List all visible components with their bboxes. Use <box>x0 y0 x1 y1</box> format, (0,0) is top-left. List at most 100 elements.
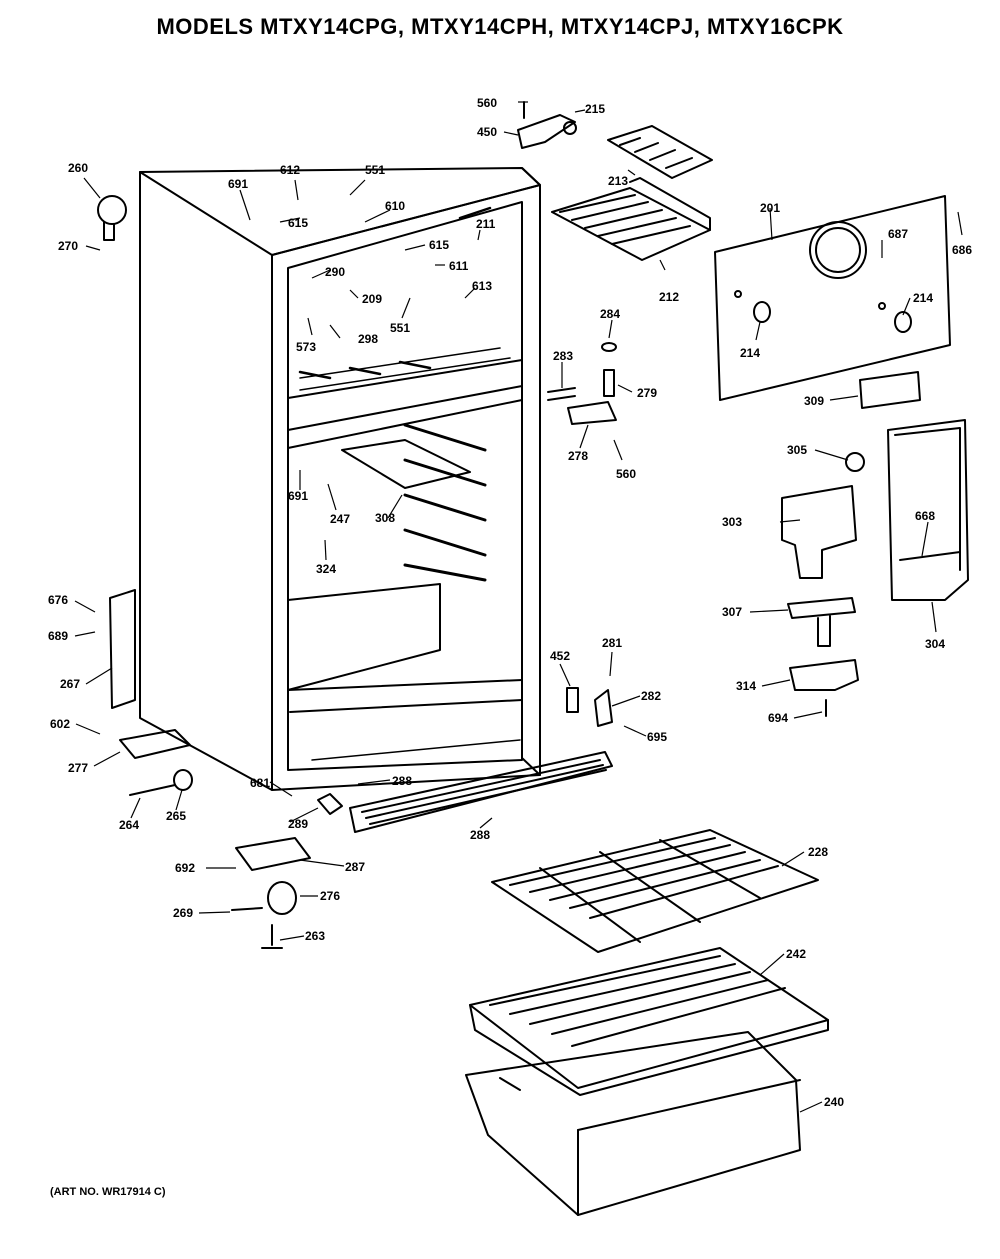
light-socket-part <box>789 659 859 691</box>
control-knob-part <box>845 452 865 472</box>
part-label-307: 307 <box>722 605 742 619</box>
part-label-279: 279 <box>637 386 657 400</box>
top-hinge-part <box>517 101 577 149</box>
part-label-573: 573 <box>296 340 316 354</box>
bottom-hinge-part <box>119 729 191 759</box>
roller-part <box>267 881 297 915</box>
part-label-211: 211 <box>476 217 496 231</box>
part-label-298: 298 <box>358 332 378 346</box>
part-label-305: 305 <box>787 443 807 457</box>
part-label-240: 240 <box>824 1095 844 1109</box>
part-label-278: 278 <box>568 449 588 463</box>
ice-tray-part <box>607 125 713 179</box>
part-label-612: 612 <box>280 163 300 177</box>
part-label-452: 452 <box>550 649 570 663</box>
part-label-267: 267 <box>60 677 80 691</box>
part-label-686: 686 <box>952 243 972 257</box>
thermostat-knob-part <box>97 195 127 241</box>
part-label-560-mid: 560 <box>616 467 636 481</box>
part-label-450: 450 <box>477 125 497 139</box>
hinge-bracket-part <box>567 401 617 425</box>
evaporator-cover-part <box>714 195 951 401</box>
part-label-695: 695 <box>647 730 667 744</box>
part-label-281: 281 <box>602 636 622 650</box>
part-label-263: 263 <box>305 929 325 943</box>
part-label-214-right: 214 <box>913 291 933 305</box>
hinge-plate-part <box>547 387 576 401</box>
shaft-part <box>603 369 615 397</box>
air-duct-part <box>341 439 471 489</box>
switch-part <box>787 597 856 647</box>
part-label-277: 277 <box>68 761 88 775</box>
part-label-304: 304 <box>925 637 945 651</box>
part-label-212: 212 <box>659 290 679 304</box>
part-label-287: 287 <box>345 860 365 874</box>
part-label-560: 560 <box>477 96 497 110</box>
part-label-283: 283 <box>553 349 573 363</box>
part-label-691-top: 691 <box>228 177 248 191</box>
leveling-leg-part <box>261 924 283 949</box>
part-label-551-bottom: 551 <box>390 321 410 335</box>
grommet-part <box>601 342 617 352</box>
part-label-290: 290 <box>325 265 345 279</box>
freezer-shelf-part <box>551 177 711 261</box>
part-label-689: 689 <box>48 629 68 643</box>
part-label-214-left: 214 <box>740 346 760 360</box>
part-label-213: 213 <box>608 174 628 188</box>
door-stop-part <box>594 689 613 727</box>
wire-shelf-part <box>491 829 819 953</box>
part-label-615-left: 615 <box>288 216 308 230</box>
part-label-284-top: 284 <box>600 307 620 321</box>
crisper-cover-part <box>469 947 829 1096</box>
part-label-265: 265 <box>166 809 186 823</box>
part-label-282: 282 <box>641 689 661 703</box>
crisper-drawer-part <box>465 1031 801 1216</box>
part-label-270: 270 <box>58 239 78 253</box>
strike-part <box>566 687 579 713</box>
part-label-687: 687 <box>888 227 908 241</box>
page-title: MODELS MTXY14CPG, MTXY14CPH, MTXY14CPJ, … <box>156 14 844 39</box>
grille-bracket-part <box>317 793 343 815</box>
fresh-food-shelf-rails <box>403 423 487 582</box>
part-label-288-top: 288 <box>392 774 412 788</box>
part-label-692: 692 <box>175 861 195 875</box>
part-label-610: 610 <box>385 199 405 213</box>
art-number: (ART NO. WR17914 C) <box>50 1186 166 1198</box>
part-label-308: 308 <box>375 511 395 525</box>
cabinet-body <box>139 167 541 791</box>
part-label-247: 247 <box>330 512 350 526</box>
part-label-269: 269 <box>173 906 193 920</box>
part-label-602: 602 <box>50 717 70 731</box>
hinge-pin-part <box>129 784 176 796</box>
control-housing-part <box>887 419 969 601</box>
part-label-309-evap: 309 <box>804 394 824 408</box>
label-plate-part <box>859 371 921 409</box>
part-label-551-top: 551 <box>365 163 385 177</box>
part-label-276: 276 <box>320 889 340 903</box>
part-label-242: 242 <box>786 947 806 961</box>
part-label-668: 668 <box>915 509 935 523</box>
bracket-plate-part <box>235 837 311 871</box>
part-label-209: 209 <box>362 292 382 306</box>
part-label-215: 215 <box>585 102 605 116</box>
axle-part <box>231 907 263 911</box>
part-label-264: 264 <box>119 818 139 832</box>
caster-part <box>173 769 193 791</box>
part-label-303: 303 <box>722 515 742 529</box>
part-label-694: 694 <box>768 711 788 725</box>
part-label-691-mid: 691 <box>288 489 308 503</box>
part-label-681: 681 <box>250 776 270 790</box>
part-label-289: 289 <box>288 817 308 831</box>
part-label-676: 676 <box>48 593 68 607</box>
part-label-288-bottom: 288 <box>470 828 490 842</box>
hinge-side-part <box>109 589 136 709</box>
part-label-613: 613 <box>472 279 492 293</box>
part-label-324: 324 <box>316 562 336 576</box>
part-label-615-right: 615 <box>429 238 449 252</box>
control-bracket-part <box>781 485 857 579</box>
freezer-shelf-rails <box>298 206 492 380</box>
part-label-260: 260 <box>68 161 88 175</box>
part-label-314: 314 <box>736 679 756 693</box>
toe-grille-part <box>349 751 613 833</box>
